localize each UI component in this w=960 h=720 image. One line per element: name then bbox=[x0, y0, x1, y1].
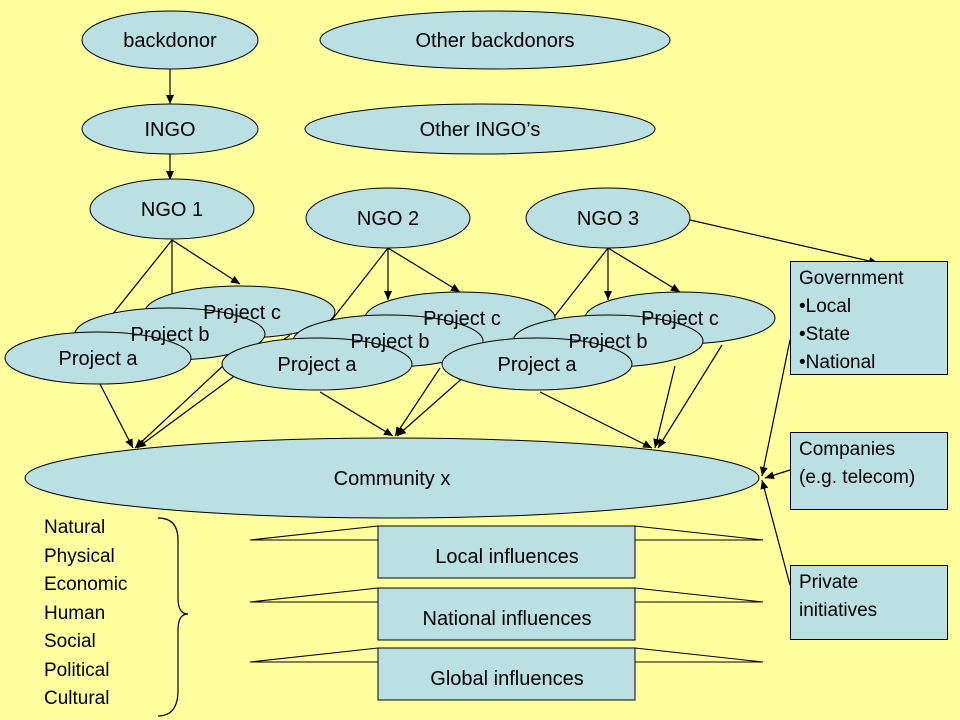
government-level-local: Local bbox=[799, 293, 939, 321]
node-other-backdonors bbox=[319, 10, 671, 70]
global-influence-shape bbox=[250, 647, 763, 701]
arrow-ngo1-project-c bbox=[171, 239, 241, 285]
arrows bbox=[99, 68, 879, 586]
arrow-private-community bbox=[760, 479, 791, 586]
private-line1: Private bbox=[799, 572, 859, 593]
label-ngo3: NGO 3 bbox=[577, 208, 639, 230]
label-ngo1-project-c: Project c bbox=[203, 302, 281, 324]
arrow-ngo2-project-c bbox=[387, 247, 461, 293]
label-ngo1-project-a: Project a bbox=[59, 348, 139, 370]
capital-cultural: Cultural bbox=[44, 688, 110, 709]
capitals-brace bbox=[157, 517, 189, 717]
node-other-ingos bbox=[304, 103, 656, 155]
label-backdonor: backdonor bbox=[123, 30, 217, 52]
companies-box: Companies (e.g. telecom) bbox=[790, 432, 948, 510]
local-influence-outline bbox=[249, 525, 764, 541]
government-levels: Local State National bbox=[799, 293, 939, 377]
node-backdonor bbox=[81, 10, 259, 70]
capital-physical: Physical bbox=[44, 545, 115, 567]
capital-human: Human bbox=[44, 602, 106, 624]
label-ngo2-project-b: Project b bbox=[351, 331, 430, 353]
government-title: Government bbox=[799, 268, 904, 289]
node-ngo3 bbox=[525, 187, 691, 249]
label-ngo3-project-c: Project c bbox=[641, 308, 719, 330]
private-line2: initiatives bbox=[799, 600, 878, 621]
companies-line2: (e.g. telecom) bbox=[799, 467, 916, 488]
private-box: Private initiatives bbox=[790, 565, 948, 640]
arrow-ngo2-project-b-community bbox=[394, 367, 441, 437]
capitals-list: Natural Physical Economic Human Social P… bbox=[44, 514, 127, 714]
arrow-ngo3-government bbox=[689, 219, 879, 265]
label-ngo2: NGO 2 bbox=[357, 208, 419, 230]
national-influence-outline bbox=[249, 587, 764, 603]
ngo3-project-a bbox=[441, 337, 633, 391]
arrow-ngo3-project-b-community bbox=[653, 365, 676, 449]
arrow-ngo3-project-c-community bbox=[657, 344, 723, 449]
label-national-influences: National influences bbox=[423, 608, 592, 630]
arrow-ngo3-project-a-community bbox=[539, 391, 653, 449]
node-ngo2 bbox=[305, 187, 471, 249]
node-community bbox=[24, 437, 760, 519]
label-local-influences: Local influences bbox=[435, 546, 578, 568]
label-ngo2-project-a: Project a bbox=[278, 354, 358, 376]
capital-political: Political bbox=[44, 659, 110, 681]
capital-social: Social bbox=[44, 631, 96, 652]
local-influence-shape bbox=[250, 525, 763, 579]
arrow-ngo2-project-a-community bbox=[319, 391, 394, 437]
label-ngo3-project-b: Project b bbox=[569, 331, 648, 353]
companies-line1: Companies bbox=[799, 439, 896, 460]
node-ngo1 bbox=[89, 178, 255, 240]
arrow-companies-community bbox=[764, 469, 791, 480]
capital-economic: Economic bbox=[44, 574, 128, 595]
arrow-ngo1-project-b-community bbox=[134, 363, 226, 449]
label-global-influences: Global influences bbox=[430, 668, 583, 690]
government-box: Government Local State National bbox=[790, 261, 948, 375]
ngo2-project-a bbox=[221, 337, 413, 391]
ngo1-project-a bbox=[4, 331, 192, 385]
label-community: Community x bbox=[334, 468, 451, 490]
label-ngo1: NGO 1 bbox=[141, 199, 203, 221]
arrow-government-community bbox=[759, 339, 791, 477]
arrow-ngo1-project-a-community bbox=[99, 383, 134, 449]
label-ngo3-project-a: Project a bbox=[498, 354, 578, 376]
label-ngo2-project-c: Project c bbox=[423, 308, 501, 330]
label-ingo: INGO bbox=[144, 119, 195, 141]
national-influence-shape bbox=[250, 587, 763, 641]
capital-natural: Natural bbox=[44, 517, 106, 538]
label-other-backdonors: Other backdonors bbox=[416, 30, 575, 52]
arrow-ngo3-project-c bbox=[607, 247, 681, 293]
label-ngo1-project-b: Project b bbox=[131, 324, 210, 346]
government-level-state: State bbox=[799, 321, 939, 349]
government-level-national: National bbox=[799, 349, 939, 377]
label-other-ingos: Other INGO’s bbox=[420, 119, 541, 141]
global-influence-outline bbox=[249, 647, 764, 663]
node-ingo bbox=[81, 103, 259, 155]
